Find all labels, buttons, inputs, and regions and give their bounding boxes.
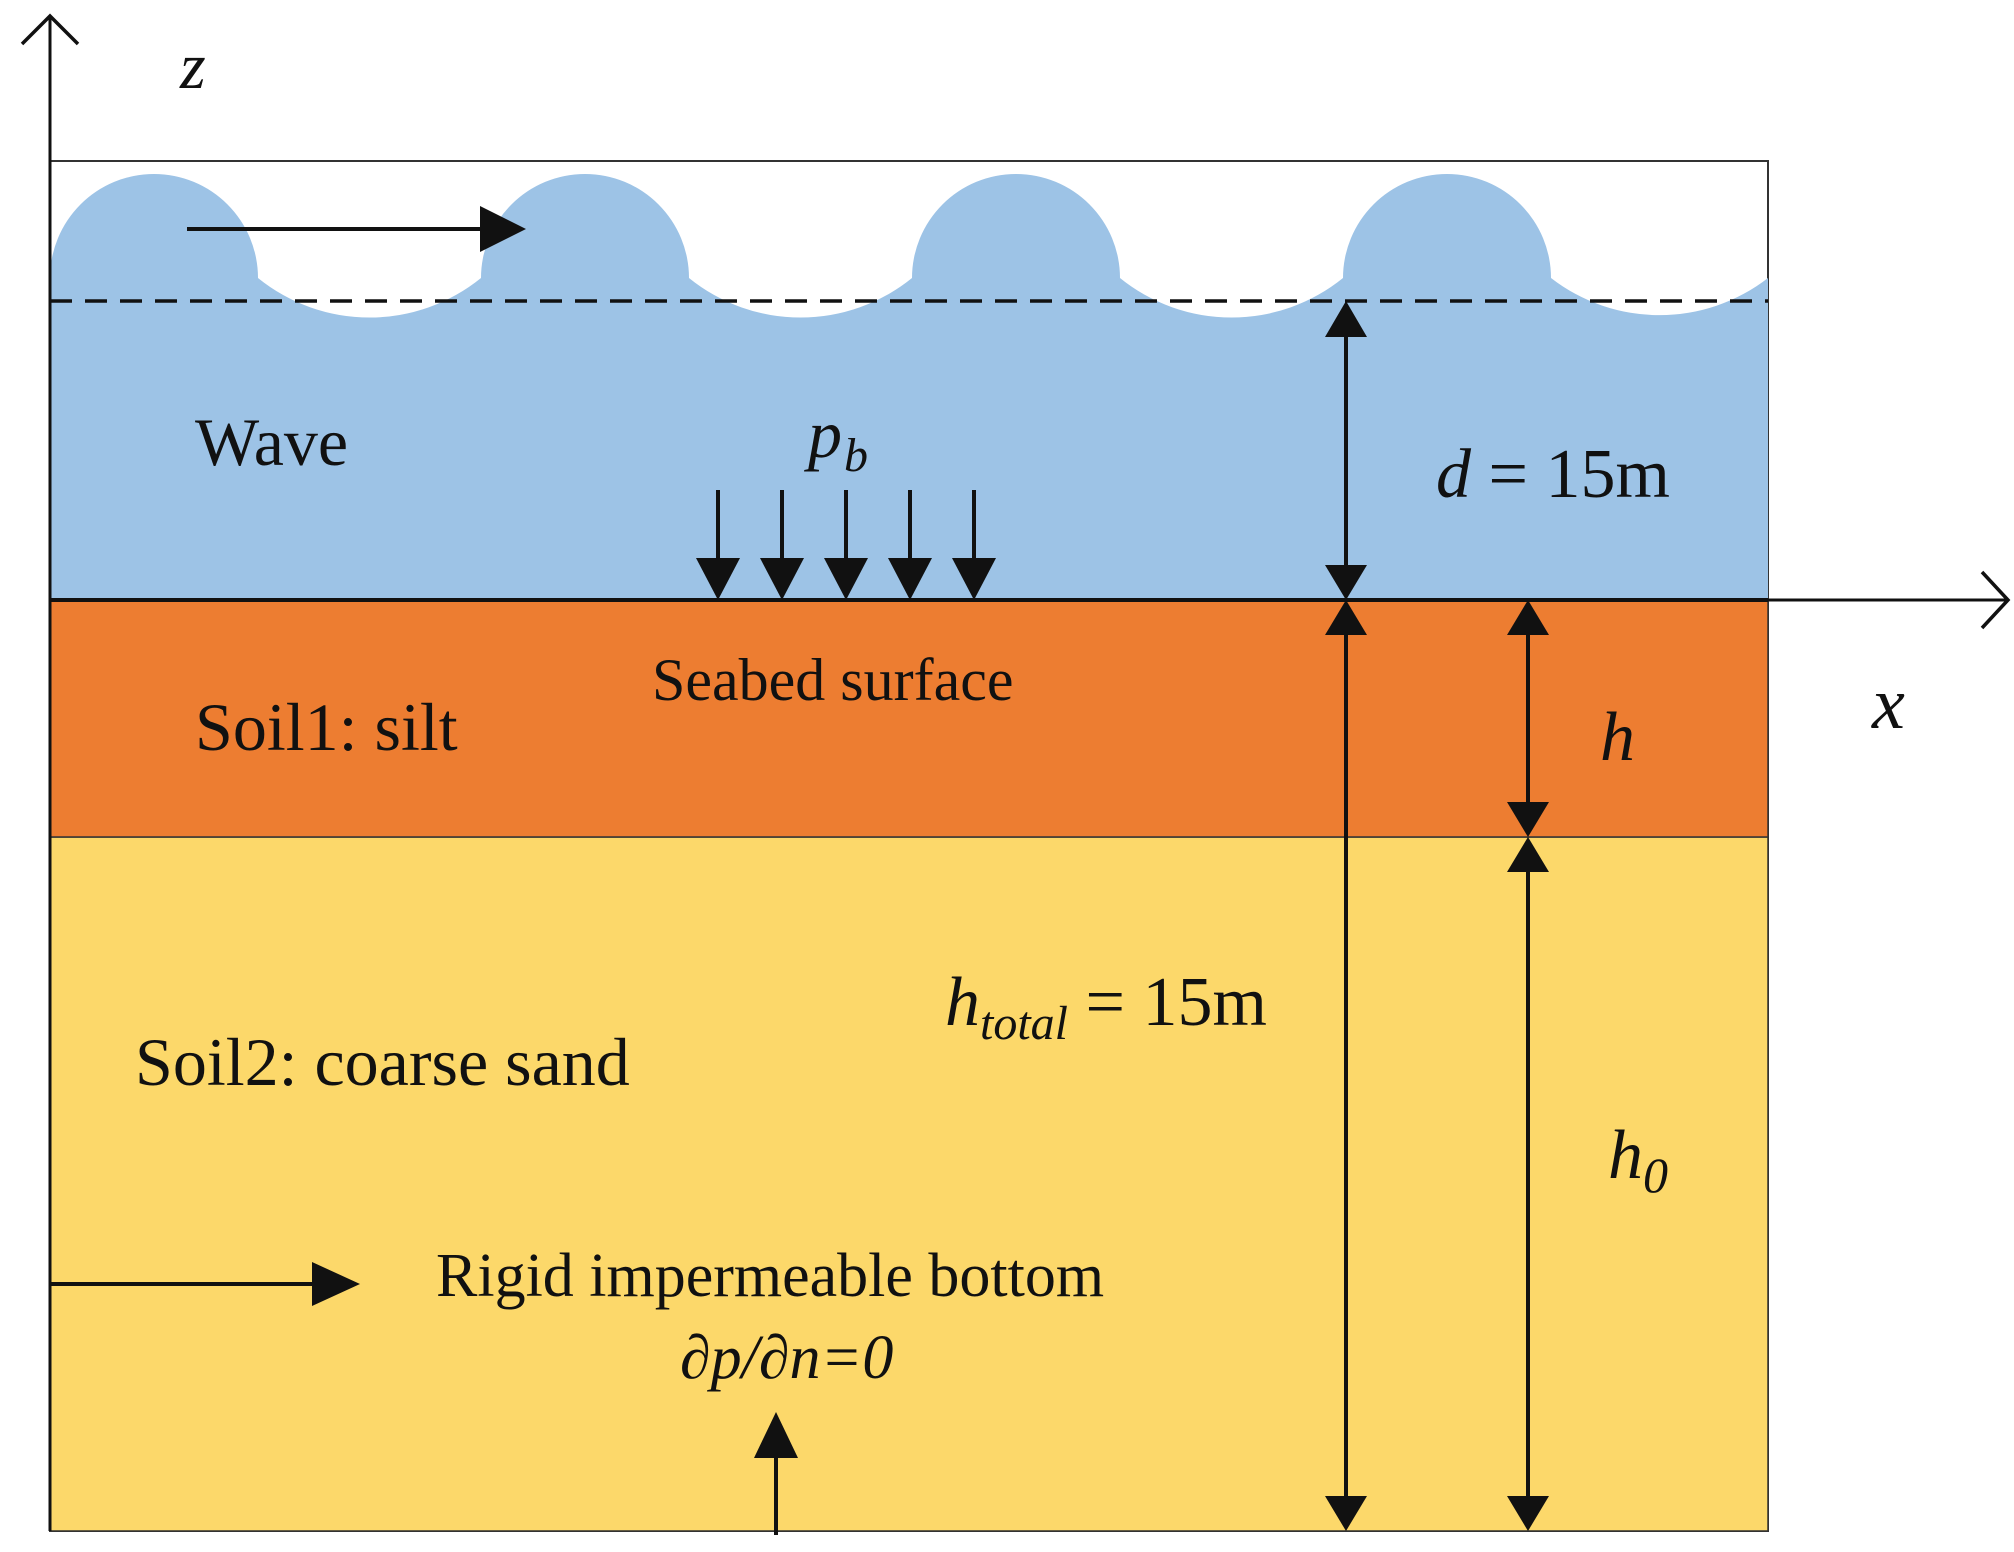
z-axis-label: z	[179, 30, 206, 103]
soil1-layer	[49, 599, 1769, 838]
total-thickness-label: htotal = 15m	[945, 964, 1267, 1050]
x-axis-label: x	[1871, 663, 1905, 745]
wave-direction-arrowhead	[480, 206, 526, 252]
soil2-thickness-arrowhead-top	[1507, 837, 1549, 872]
water-depth-label: d = 15m	[1436, 436, 1670, 513]
total-thickness-arrowhead-top	[1325, 600, 1367, 635]
soil2-thickness-arrowhead-bottom	[1507, 1496, 1549, 1531]
pressure-arrowhead-3	[824, 558, 868, 600]
bottom-condition-title: Rigid impermeable bottom	[436, 1242, 1104, 1310]
z-axis-arrowhead	[20, 13, 80, 46]
bottom-condition-formula: ∂p/∂n=0	[680, 1324, 893, 1392]
wave-layer-label: Wave	[195, 404, 348, 480]
total-thickness-arrowhead-bottom	[1325, 1496, 1367, 1531]
bottom-boundary-up-arrowhead	[754, 1412, 798, 1458]
soil2-layer	[49, 836, 1769, 1532]
soil1-thickness-arrowhead-top	[1507, 600, 1549, 635]
wave-pressure-label: pb	[804, 396, 868, 482]
pressure-arrowhead-5	[952, 558, 996, 600]
soil1-thickness-arrowhead-bottom	[1507, 802, 1549, 837]
bottom-boundary-left-arrowhead	[312, 1262, 360, 1306]
water-depth-arrowhead-bottom	[1325, 565, 1367, 600]
water-layer	[50, 174, 1768, 600]
soil1-thickness-label: h	[1600, 699, 1635, 776]
pressure-arrowhead-1	[696, 558, 740, 600]
soil2-thickness-label: h0	[1608, 1117, 1668, 1203]
soil2-layer-label: Soil2: coarse sand	[135, 1024, 630, 1100]
wave-pressure-arrows	[716, 490, 976, 568]
soil1-layer-label: Soil1: silt	[195, 689, 458, 765]
pressure-arrowhead-4	[888, 558, 932, 600]
water-depth-arrowhead-top	[1325, 301, 1367, 337]
pressure-arrowhead-2	[760, 558, 804, 600]
seabed-surface-label: Seabed surface	[652, 647, 1013, 713]
x-axis-arrowhead	[1980, 570, 2011, 630]
